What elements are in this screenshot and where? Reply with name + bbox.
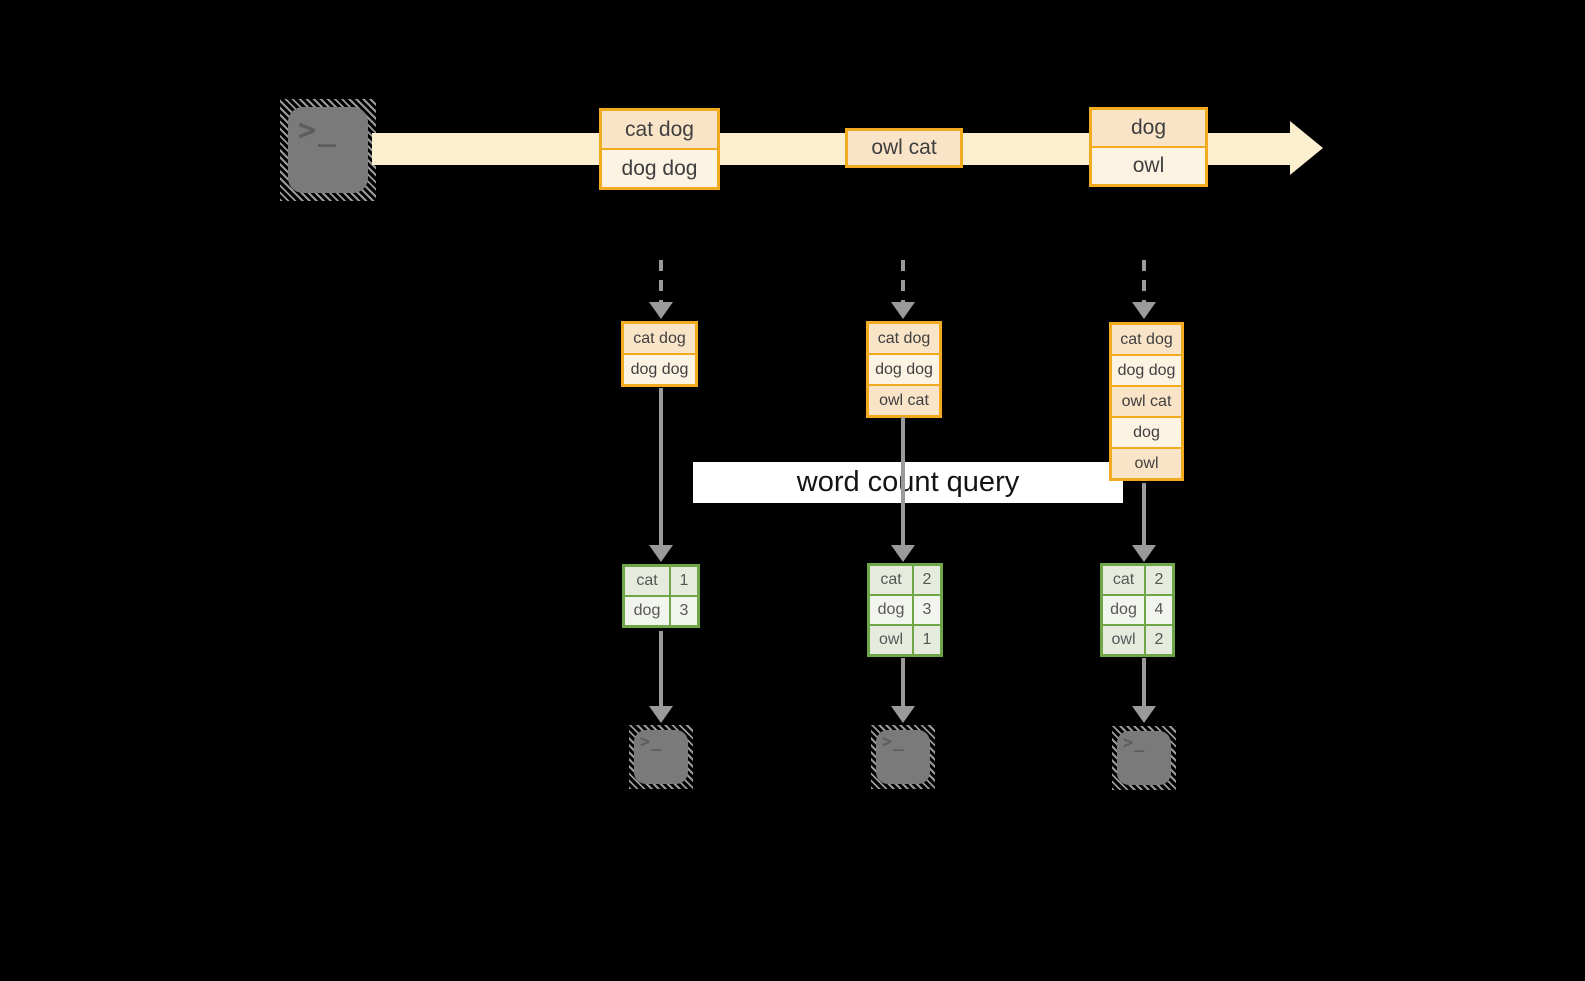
word-cell: dog xyxy=(625,597,669,625)
buffer-cell: dog dog xyxy=(624,355,695,384)
arrow-line xyxy=(659,631,663,707)
arrow-head xyxy=(1132,545,1156,562)
query-label: word count query xyxy=(693,462,1123,503)
buffer-cell: owl cat xyxy=(869,386,939,415)
arrow-line xyxy=(901,417,905,546)
stream-arrow-head xyxy=(1290,121,1323,175)
buffer-cell: owl cat xyxy=(1112,387,1181,416)
source-terminal-icon: >_ xyxy=(280,99,376,201)
count-cell: 2 xyxy=(1146,626,1172,654)
word-cell: cat xyxy=(870,566,912,594)
count-cell: 2 xyxy=(914,566,940,594)
arrow-head xyxy=(649,706,673,723)
dashed-arrow-head xyxy=(649,302,673,319)
word-count-table: cat 1 dog 3 xyxy=(622,564,700,628)
word-cell: owl xyxy=(870,626,912,654)
message-buffer: cat dog dog dog xyxy=(621,321,698,387)
buffer-cell: dog dog xyxy=(1112,356,1181,385)
count-cell: 1 xyxy=(914,626,940,654)
count-cell: 2 xyxy=(1146,566,1172,594)
arrow-head xyxy=(891,706,915,723)
dashed-arrow-head xyxy=(891,302,915,319)
arrow-line xyxy=(659,388,663,546)
word-cell: cat xyxy=(625,567,669,595)
terminal-face xyxy=(1117,731,1171,785)
terminal-prompt-icon: >_ xyxy=(882,732,905,752)
stream-message-box: owl cat xyxy=(845,128,963,168)
buffer-cell: cat dog xyxy=(1112,325,1181,354)
message-cell: dog xyxy=(1092,110,1205,146)
word-cell: owl xyxy=(1103,626,1144,654)
message-cell: cat dog xyxy=(602,111,717,148)
buffer-cell: dog dog xyxy=(869,355,939,384)
dashed-arrow-head xyxy=(1132,302,1156,319)
arrow-line xyxy=(1142,483,1146,546)
message-cell: owl cat xyxy=(848,131,960,165)
buffer-cell: owl xyxy=(1112,449,1181,478)
dashed-arrow-line xyxy=(659,260,663,304)
terminal-prompt-icon: >_ xyxy=(1123,733,1146,753)
count-cell: 3 xyxy=(671,597,697,625)
buffer-cell: dog xyxy=(1112,418,1181,447)
word-cell: dog xyxy=(1103,596,1144,624)
message-cell: owl xyxy=(1092,148,1205,184)
arrow-line xyxy=(901,658,905,707)
buffer-cell: cat dog xyxy=(624,324,695,353)
message-cell: dog dog xyxy=(602,150,717,187)
terminal-prompt-icon: >_ xyxy=(298,113,339,148)
terminal-face xyxy=(876,730,930,784)
sink-terminal-icon: >_ xyxy=(1112,726,1176,790)
dashed-arrow-line xyxy=(1142,260,1146,304)
terminal-face xyxy=(288,107,368,193)
terminal-prompt-icon: >_ xyxy=(640,732,663,752)
word-count-table: cat 2 dog 3 owl 1 xyxy=(867,563,943,657)
count-cell: 4 xyxy=(1146,596,1172,624)
word-cell: dog xyxy=(870,596,912,624)
sink-terminal-icon: >_ xyxy=(871,725,935,789)
arrow-head xyxy=(649,545,673,562)
arrow-head xyxy=(1132,706,1156,723)
count-cell: 1 xyxy=(671,567,697,595)
count-cell: 3 xyxy=(914,596,940,624)
dashed-arrow-line xyxy=(901,260,905,304)
buffer-cell: cat dog xyxy=(869,324,939,353)
arrow-line xyxy=(1142,658,1146,707)
sink-terminal-icon: >_ xyxy=(629,725,693,789)
stream-message-box: cat dog dog dog xyxy=(599,108,720,190)
arrow-head xyxy=(891,545,915,562)
terminal-face xyxy=(634,730,688,784)
word-count-table: cat 2 dog 4 owl 2 xyxy=(1100,563,1175,657)
message-buffer: cat dog dog dog owl cat dog owl xyxy=(1109,322,1184,481)
stream-message-box: dog owl xyxy=(1089,107,1208,187)
message-buffer: cat dog dog dog owl cat xyxy=(866,321,942,418)
word-cell: cat xyxy=(1103,566,1144,594)
